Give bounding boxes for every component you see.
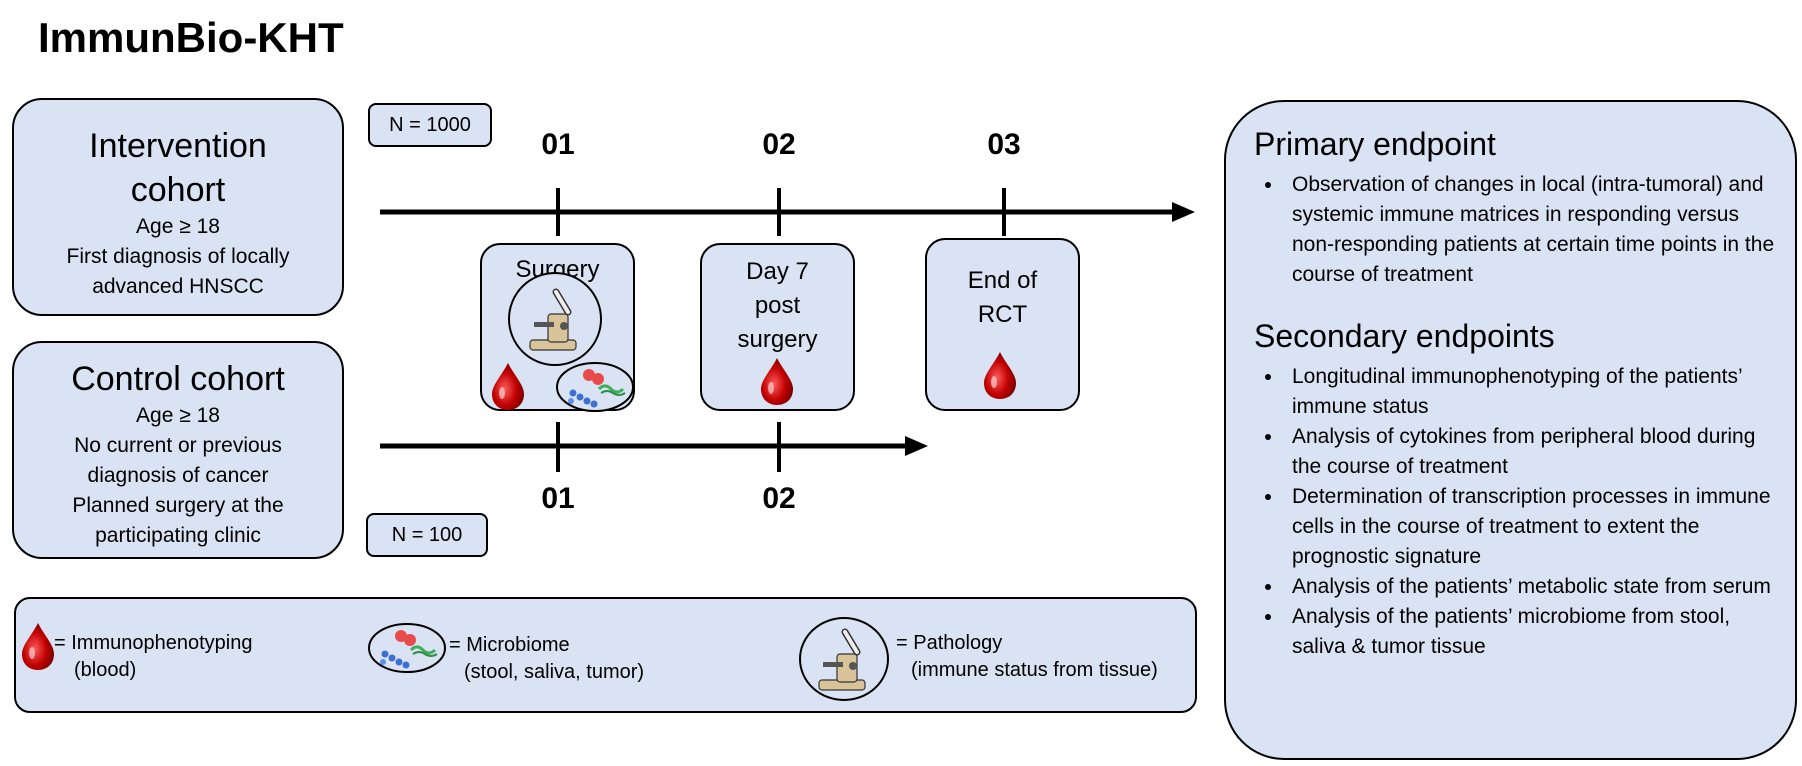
surgery-pathology-icon [508,272,602,366]
primary-endpoint-list: Observation of changes in local (intra-t… [1254,170,1775,290]
control-line: No current or previous [74,434,282,457]
intervention-heading-1: Intervention [89,127,267,165]
primary-endpoint-title: Primary endpoint [1254,126,1496,162]
day7-blood-drop-icon [761,358,793,405]
legend-pathology-text: = Pathology (immune status from tissue) [896,630,1158,684]
intervention-line: advanced HNSCC [92,275,264,298]
end-label-line: End of [967,267,1038,294]
timepoint-top-02: 02 [762,128,796,161]
end-blood-drop-icon [984,352,1016,399]
control-line: participating clinic [95,524,261,547]
page-title: ImmunBio-KHT [38,14,344,61]
day7-label-line: surgery [737,326,818,353]
legend-blood-text: = Immunophenotyping (blood) [54,630,252,684]
control-heading: Control cohort [71,360,285,398]
primary-endpoint-item: Observation of changes in local (intra-t… [1284,170,1775,290]
control-cohort-box: Control cohort Age ≥ 18 No current or pr… [12,341,344,559]
end-label-line: RCT [977,301,1028,328]
timepoint-top-03: 03 [987,128,1021,161]
timepoint-bottom-01: 01 [541,482,575,515]
top-timeline-arrowhead [1172,202,1195,222]
surgery-blood-drop-icon [492,363,524,410]
legend-blood-line: (blood) [74,659,137,681]
legend-blood-drop-icon [22,623,54,670]
secondary-endpoints-title: Secondary endpoints [1254,318,1555,354]
intervention-line: First diagnosis of locally [66,245,290,268]
endpoints-box: Primary endpoint Observation of changes … [1224,100,1797,760]
legend-microbiome-icon [367,622,447,674]
legend-pathology-line: = Pathology [896,632,1003,654]
intervention-line: Age ≥ 18 [136,215,220,238]
secondary-endpoint-item: Analysis of the patients’ metabolic stat… [1284,572,1775,602]
day7-label-line: post [754,292,801,319]
secondary-endpoint-item: Determination of transcription processes… [1284,482,1775,572]
intervention-heading-2: cohort [130,171,226,209]
day7-label-line: Day 7 [746,258,809,285]
secondary-endpoint-item: Longitudinal immunophenotyping of the pa… [1284,362,1775,422]
legend-pathology-line: (immune status from tissue) [911,659,1158,681]
bottom-timeline-arrowhead [905,436,928,456]
intervention-n-badge: N = 1000 [368,103,492,147]
legend-blood-line: = Immunophenotyping [54,632,253,654]
timepoint-bottom-02: 02 [762,482,796,515]
secondary-endpoint-item: Analysis of cytokines from peripheral bl… [1284,422,1775,482]
legend-pathology-icon [799,617,889,701]
control-line: diagnosis of cancer [87,464,269,487]
secondary-endpoint-item: Analysis of the patients’ microbiome fro… [1284,602,1775,662]
legend-microbiome-line: (stool, saliva, tumor) [464,661,645,683]
control-line: Age ≥ 18 [136,404,220,427]
control-line: Planned surgery at the [72,494,284,517]
timepoint-top-01: 01 [541,128,575,161]
legend-microbiome-line: = Microbiome [449,634,570,656]
secondary-endpoints-list: Longitudinal immunophenotyping of the pa… [1254,362,1775,662]
intervention-cohort-box: Intervention cohort Age ≥ 18 First diagn… [12,98,344,316]
legend-box [14,597,1197,713]
surgery-microbiome-icon [555,361,635,413]
legend-microbiome-text: = Microbiome (stool, saliva, tumor) [449,632,644,686]
control-n-badge: N = 100 [366,513,488,557]
